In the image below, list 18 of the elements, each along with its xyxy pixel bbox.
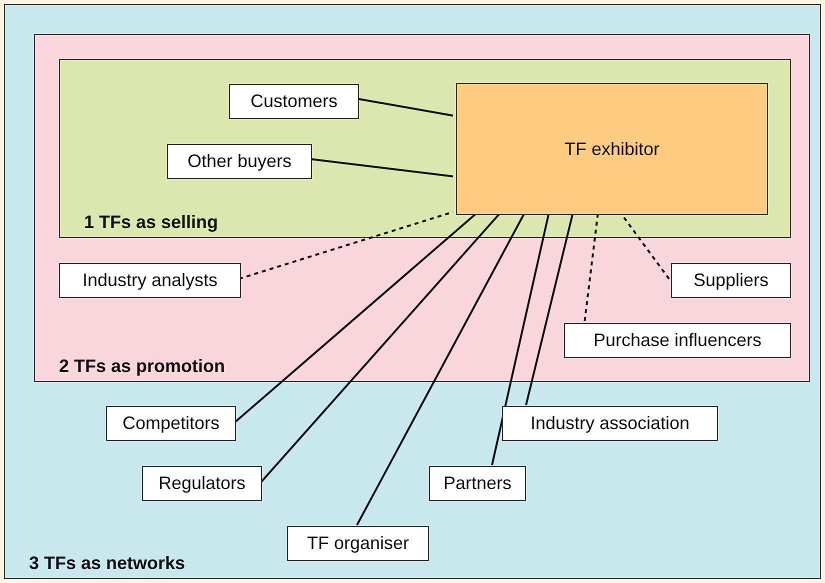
label-box: Partners <box>429 466 526 501</box>
zone-panel <box>59 59 791 238</box>
label-box: Competitors <box>106 406 236 441</box>
label-box: Industry analysts <box>59 263 241 298</box>
label-box: Regulators <box>142 466 262 501</box>
zone-title: 2 TFs as promotion <box>59 356 226 377</box>
dashed-connector <box>238 211 454 280</box>
label-box: Industry association <box>502 406 718 441</box>
zone-title: 1 TFs as selling <box>84 212 218 233</box>
label-box: TF organiser <box>287 526 429 561</box>
zone-panel <box>4 4 821 579</box>
label-box: Customers <box>229 84 359 119</box>
central-box: TF exhibitor <box>456 83 768 215</box>
zone-title: 3 TFs as networks <box>29 553 186 574</box>
label-box: Purchase influencers <box>564 323 791 358</box>
label-box: Other buyers <box>167 144 312 179</box>
label-box: Suppliers <box>671 263 791 298</box>
zone-panel <box>34 34 810 382</box>
